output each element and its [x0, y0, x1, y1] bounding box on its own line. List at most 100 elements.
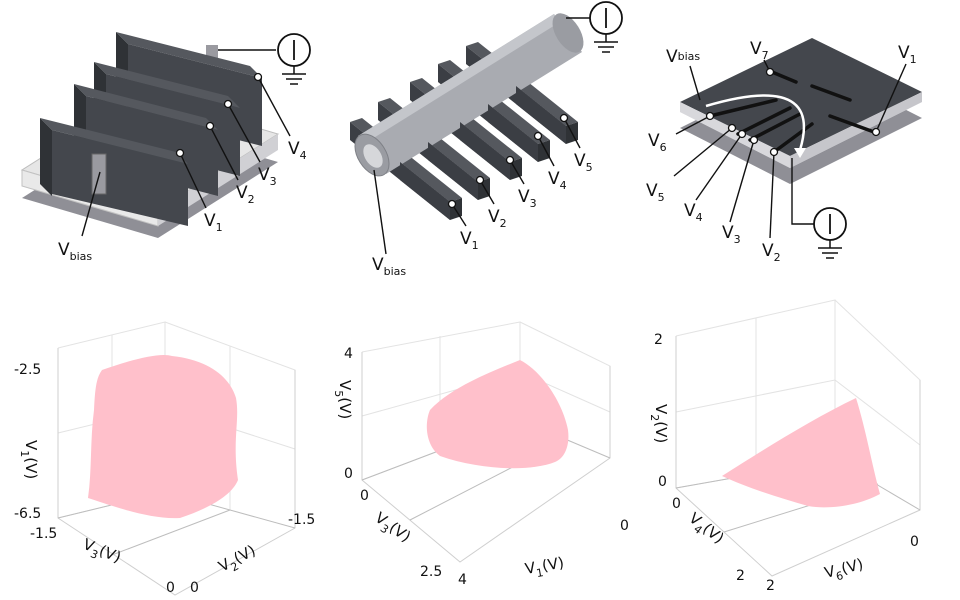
planar-arrow-head [794, 148, 806, 158]
nw-leader-bias [373, 169, 387, 255]
plot1-xlabel: V3(V) [79, 535, 124, 570]
plot3-xtick-3: 2 [766, 578, 775, 594]
fin-dot-v4 [253, 72, 263, 82]
fin-label-v1: V1 [204, 211, 223, 234]
plot1-ytick-1: -1.5 [288, 512, 315, 528]
nanowire [354, 13, 584, 177]
plot1-xtick-1: -1.5 [30, 526, 57, 542]
plot1-xtick-2: 0 [166, 580, 175, 596]
fin-label-v2: V2 [236, 183, 255, 206]
plot3-ylabel: V6(V) [823, 555, 866, 586]
planar-leader-bias [689, 65, 701, 101]
plot-1: -2.5 -6.5 V1(V) -1.5 0 V3(V) -1.5 0 V2(V… [14, 321, 315, 596]
fin-leader-v3 [227, 103, 261, 163]
nanowire-device-panel: V1 V2 V3 V4 V5 Vbias [350, 1, 623, 278]
fin-ammeter [277, 33, 311, 85]
planar-side-edge [790, 92, 922, 168]
nw-label-v1: V1 [460, 229, 479, 252]
planar-gate-layer [680, 38, 922, 156]
planar-label-v3: V3 [722, 223, 741, 246]
plot1-ztick-top: -2.5 [14, 362, 41, 378]
plot2-xtick-3: 4 [458, 572, 467, 588]
planar-dot-v4 [737, 129, 747, 139]
planar-dot-v2 [769, 147, 779, 157]
fin-dot-v3 [223, 99, 233, 109]
nw-dot-v2 [475, 175, 485, 185]
nw-leader-v2 [479, 179, 495, 205]
fin-label-v4: V4 [288, 139, 307, 162]
plot3-zlabel: V2(V) [648, 404, 670, 443]
nw-label-v2: V2 [488, 207, 507, 230]
planar-label-v4: V4 [684, 201, 703, 224]
plot3-ytick-1: 0 [910, 534, 919, 550]
fin-gate-1 [40, 118, 188, 226]
planar-leader-v4 [695, 133, 743, 201]
nw-dot-v3 [505, 155, 515, 165]
plot1-ytick-2: 0 [190, 580, 199, 596]
plot2-ylabel: V1(V) [524, 553, 566, 581]
plot3-feasible-region [722, 398, 880, 508]
plot1-box [57, 348, 296, 596]
planar-dot-v7 [765, 67, 775, 77]
plot3-ztick-bottom: 0 [658, 474, 667, 490]
plot3-ztick-top: 2 [654, 332, 663, 348]
fin-label-v3: V3 [258, 165, 277, 188]
fin-dot-v2 [205, 121, 215, 131]
plot2-xtick-1: 0 [360, 488, 369, 504]
planar-dot-v5 [727, 123, 737, 133]
plot2-ytick-1: 0 [620, 518, 629, 534]
planar-label-v5: V5 [646, 181, 665, 204]
planar-label-v2: V2 [762, 241, 781, 264]
plot2-xtick-2: 2.5 [420, 564, 442, 580]
fin-label-bias: Vbias [58, 240, 92, 263]
planar-label-v6: V6 [648, 131, 667, 154]
planar-dot-v6 [705, 111, 715, 121]
planar-leader-v3 [729, 139, 755, 223]
nw-gate-fronts [400, 86, 566, 220]
planar-label-v7: V7 [750, 39, 769, 62]
planar-dot-v1 [871, 127, 881, 137]
planar-leader-v1 [875, 63, 907, 133]
plot2-ztick-top: 4 [344, 346, 353, 362]
plot3-xtick-2: 2 [736, 568, 745, 584]
planar-leader-v2 [769, 151, 775, 239]
fin-leader-bias [81, 171, 101, 237]
nw-leader-v1 [451, 203, 467, 227]
nw-dot-v5 [559, 113, 569, 123]
nw-ammeter [589, 1, 623, 53]
planar-electrodes [708, 70, 876, 154]
planar-ammeter [813, 207, 847, 259]
nw-leader-v5 [563, 117, 581, 149]
plot-2: 4 0 V5(V) 0 2.5 4 V3(V) 0 V1(V) [332, 321, 629, 588]
nw-leader-v3 [509, 159, 525, 185]
planar-label-bias: Vbias [666, 47, 700, 67]
plot2-xlabel: V3(V) [369, 509, 414, 550]
nw-label-v4: V4 [548, 169, 567, 192]
plot2-box [361, 352, 611, 563]
plot1-ztick-bottom: -6.5 [14, 506, 41, 522]
plot1-zlabel: V1(V) [18, 440, 40, 479]
nw-label-v3: V3 [518, 187, 537, 210]
plot3-xtick-1: 0 [672, 496, 681, 512]
planar-current-arrow [705, 94, 806, 151]
plot1-ylabel: V2(V) [215, 541, 260, 579]
planar-device-panel: Vbias V7 V1 V6 V5 V4 V3 V2 [646, 38, 922, 264]
plot3-box [675, 336, 921, 577]
fin-leader-v1 [179, 152, 207, 209]
planar-leader-v6 [675, 115, 711, 135]
plot1-feasible-region [88, 354, 238, 519]
plot2-feasible-region [426, 360, 569, 469]
planar-leader-v5 [673, 127, 733, 177]
fin-device-panel: V4 V3 V2 V1 Vbias [20, 32, 311, 263]
fin-dot-v1 [175, 148, 185, 158]
plot2-ztick-bottom: 0 [344, 466, 353, 482]
nw-label-bias: Vbias [372, 255, 406, 278]
planar-label-v1: V1 [898, 43, 917, 66]
nw-leader-v4 [537, 135, 555, 167]
nw-label-v5: V5 [574, 151, 593, 174]
fin-leader-v2 [209, 125, 239, 181]
nw-dot-v4 [533, 131, 543, 141]
nw-dot-v1 [447, 199, 457, 209]
planar-dot-v3 [749, 135, 759, 145]
